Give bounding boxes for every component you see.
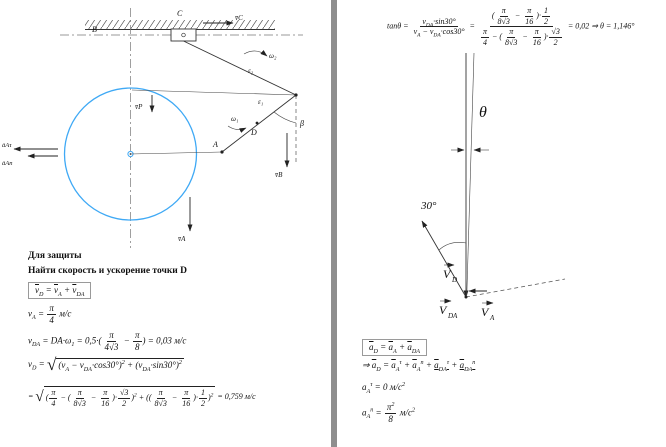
label-point-c: C bbox=[177, 9, 183, 18]
label-point-d: D bbox=[250, 128, 257, 137]
section-heading: Для защиты bbox=[28, 251, 82, 261]
label-angle-30: 30° bbox=[420, 200, 437, 212]
label-vd-sub: D bbox=[451, 276, 457, 284]
omega2-arc bbox=[243, 49, 268, 57]
construction-line-pb bbox=[131, 89, 297, 96]
label-acceleration-n: āAn bbox=[2, 160, 12, 167]
point-a bbox=[220, 150, 224, 154]
label-point-b-left: B bbox=[92, 25, 97, 34]
formula-acceleration-vector-equation: aD = aA + aDA bbox=[362, 339, 427, 356]
label-epsilon1: ε₁ bbox=[258, 98, 263, 106]
vda-direction-line bbox=[421, 220, 467, 298]
formula-velocity-d-sqrt: vD = √(vA − vDA·cos30°)2 + (vDA·sin30°)2 bbox=[28, 355, 184, 374]
rod-ba bbox=[221, 94, 297, 153]
label-velocity-a: v̄A bbox=[178, 235, 186, 243]
beta-angle-arc bbox=[273, 111, 297, 124]
label-va-main: V bbox=[481, 305, 490, 319]
label-acceleration-tau: āAτ bbox=[2, 142, 12, 149]
point-d bbox=[255, 121, 259, 125]
vector-origin-point bbox=[464, 295, 468, 299]
mechanism-diagram: C v̄C B ω₂ ε₂ ε₁ ω₁ D β v̄B A v̄A v̄P āA… bbox=[2, 8, 304, 248]
label-omega1: ω₁ bbox=[231, 115, 238, 123]
angle-30-arc bbox=[438, 242, 467, 251]
label-velocity-b: v̄B bbox=[275, 171, 283, 179]
label-va-sub: A bbox=[489, 314, 495, 322]
rod-cb bbox=[183, 40, 297, 96]
joint-b bbox=[294, 93, 298, 97]
label-velocity-p: v̄P bbox=[135, 103, 143, 111]
label-velocity-c: v̄C bbox=[235, 14, 243, 22]
formula-velocity-vector-equation: vD = vA + vDA bbox=[28, 282, 92, 299]
ceiling-hatch bbox=[85, 20, 275, 30]
label-omega2: ω₂ bbox=[269, 52, 277, 60]
slider-block bbox=[170, 28, 197, 42]
task-heading: Найти скорость и ускорение точки D bbox=[28, 266, 188, 276]
theta-reference-line bbox=[466, 52, 475, 296]
wheel-circle bbox=[63, 87, 198, 221]
dashed-guide-line bbox=[465, 278, 566, 298]
label-epsilon2: ε₂ bbox=[248, 67, 254, 75]
formula-acceleration-expanded: ⇒ aD = aAτ + aAn + aDAτ + aDAn bbox=[362, 360, 476, 373]
velocity-vector-diagram: θ 30° V D V DA V A bbox=[420, 52, 566, 322]
label-vd-main: V bbox=[443, 267, 452, 281]
radius-arm-oa bbox=[130, 151, 223, 155]
label-beta: β bbox=[299, 119, 304, 128]
formula-acceleration-tau: aAτ = 0 м/с2 bbox=[362, 382, 406, 395]
page-gap bbox=[331, 0, 337, 447]
label-theta: θ bbox=[479, 104, 487, 121]
page-left: C v̄C B ω₂ ε₂ ε₁ ω₁ D β v̄B A v̄A v̄P āA… bbox=[0, 0, 331, 447]
omega1-arc bbox=[227, 125, 247, 133]
label-point-a: A bbox=[212, 140, 218, 149]
label-vda-main: V bbox=[439, 303, 448, 317]
label-vda-sub: DA bbox=[447, 312, 458, 320]
